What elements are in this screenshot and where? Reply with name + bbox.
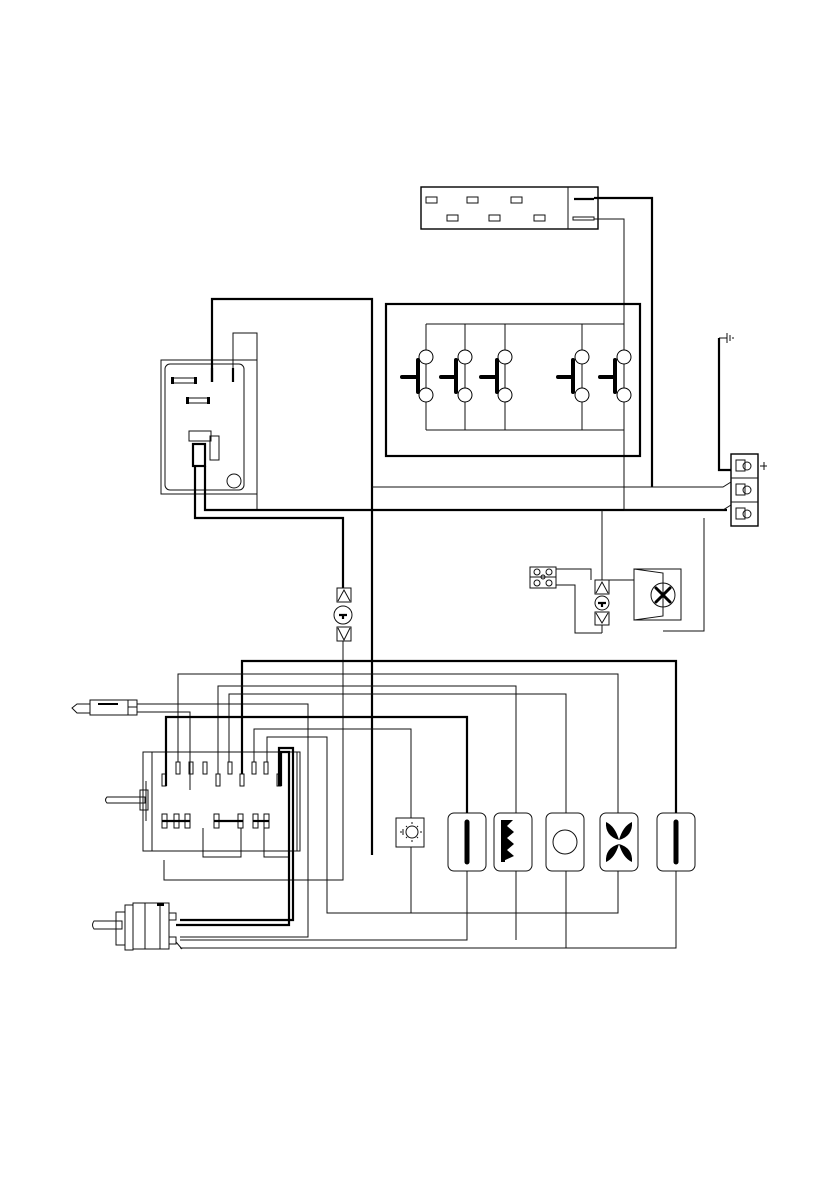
switch-5 [600,350,631,402]
grill-element-icon [501,820,514,862]
safety-thermostat [595,580,609,633]
switch-2 [441,350,472,402]
cooling-fan [634,569,681,620]
terminal-pe [736,508,751,519]
door-lock [161,360,257,494]
circular-heating-element [546,813,584,871]
terminal-n [736,484,751,495]
terminal-l [736,460,751,471]
bottom-heating-element [448,813,486,871]
fan-icon [606,822,632,862]
thermostat-knob-icon [93,903,177,950]
switch-4 [558,350,589,402]
switch-upper-contacts [162,762,281,786]
hob-touch-control-board [386,304,640,456]
rotary-switch-icon [106,790,149,810]
temperature-thermostat [93,903,177,950]
probe-icon [72,700,137,715]
oven-lamp [396,818,424,847]
ground-symbol [719,333,733,470]
switch-3 [481,350,512,402]
switch-1 [402,350,433,402]
circle-element-icon [553,830,577,854]
switch-lower-contacts [162,814,269,828]
temperature-limiter [334,588,352,641]
display-timer-module [421,187,598,229]
temperature-probe [72,700,137,715]
convection-fan-motor [600,813,638,871]
terminal-block [731,454,767,526]
function-selector-switch [106,752,301,857]
grill-element [494,813,532,871]
lamp-icon [401,822,422,842]
ground-icon [760,462,767,470]
fan-connector [530,567,556,588]
top-heating-element [657,813,695,871]
